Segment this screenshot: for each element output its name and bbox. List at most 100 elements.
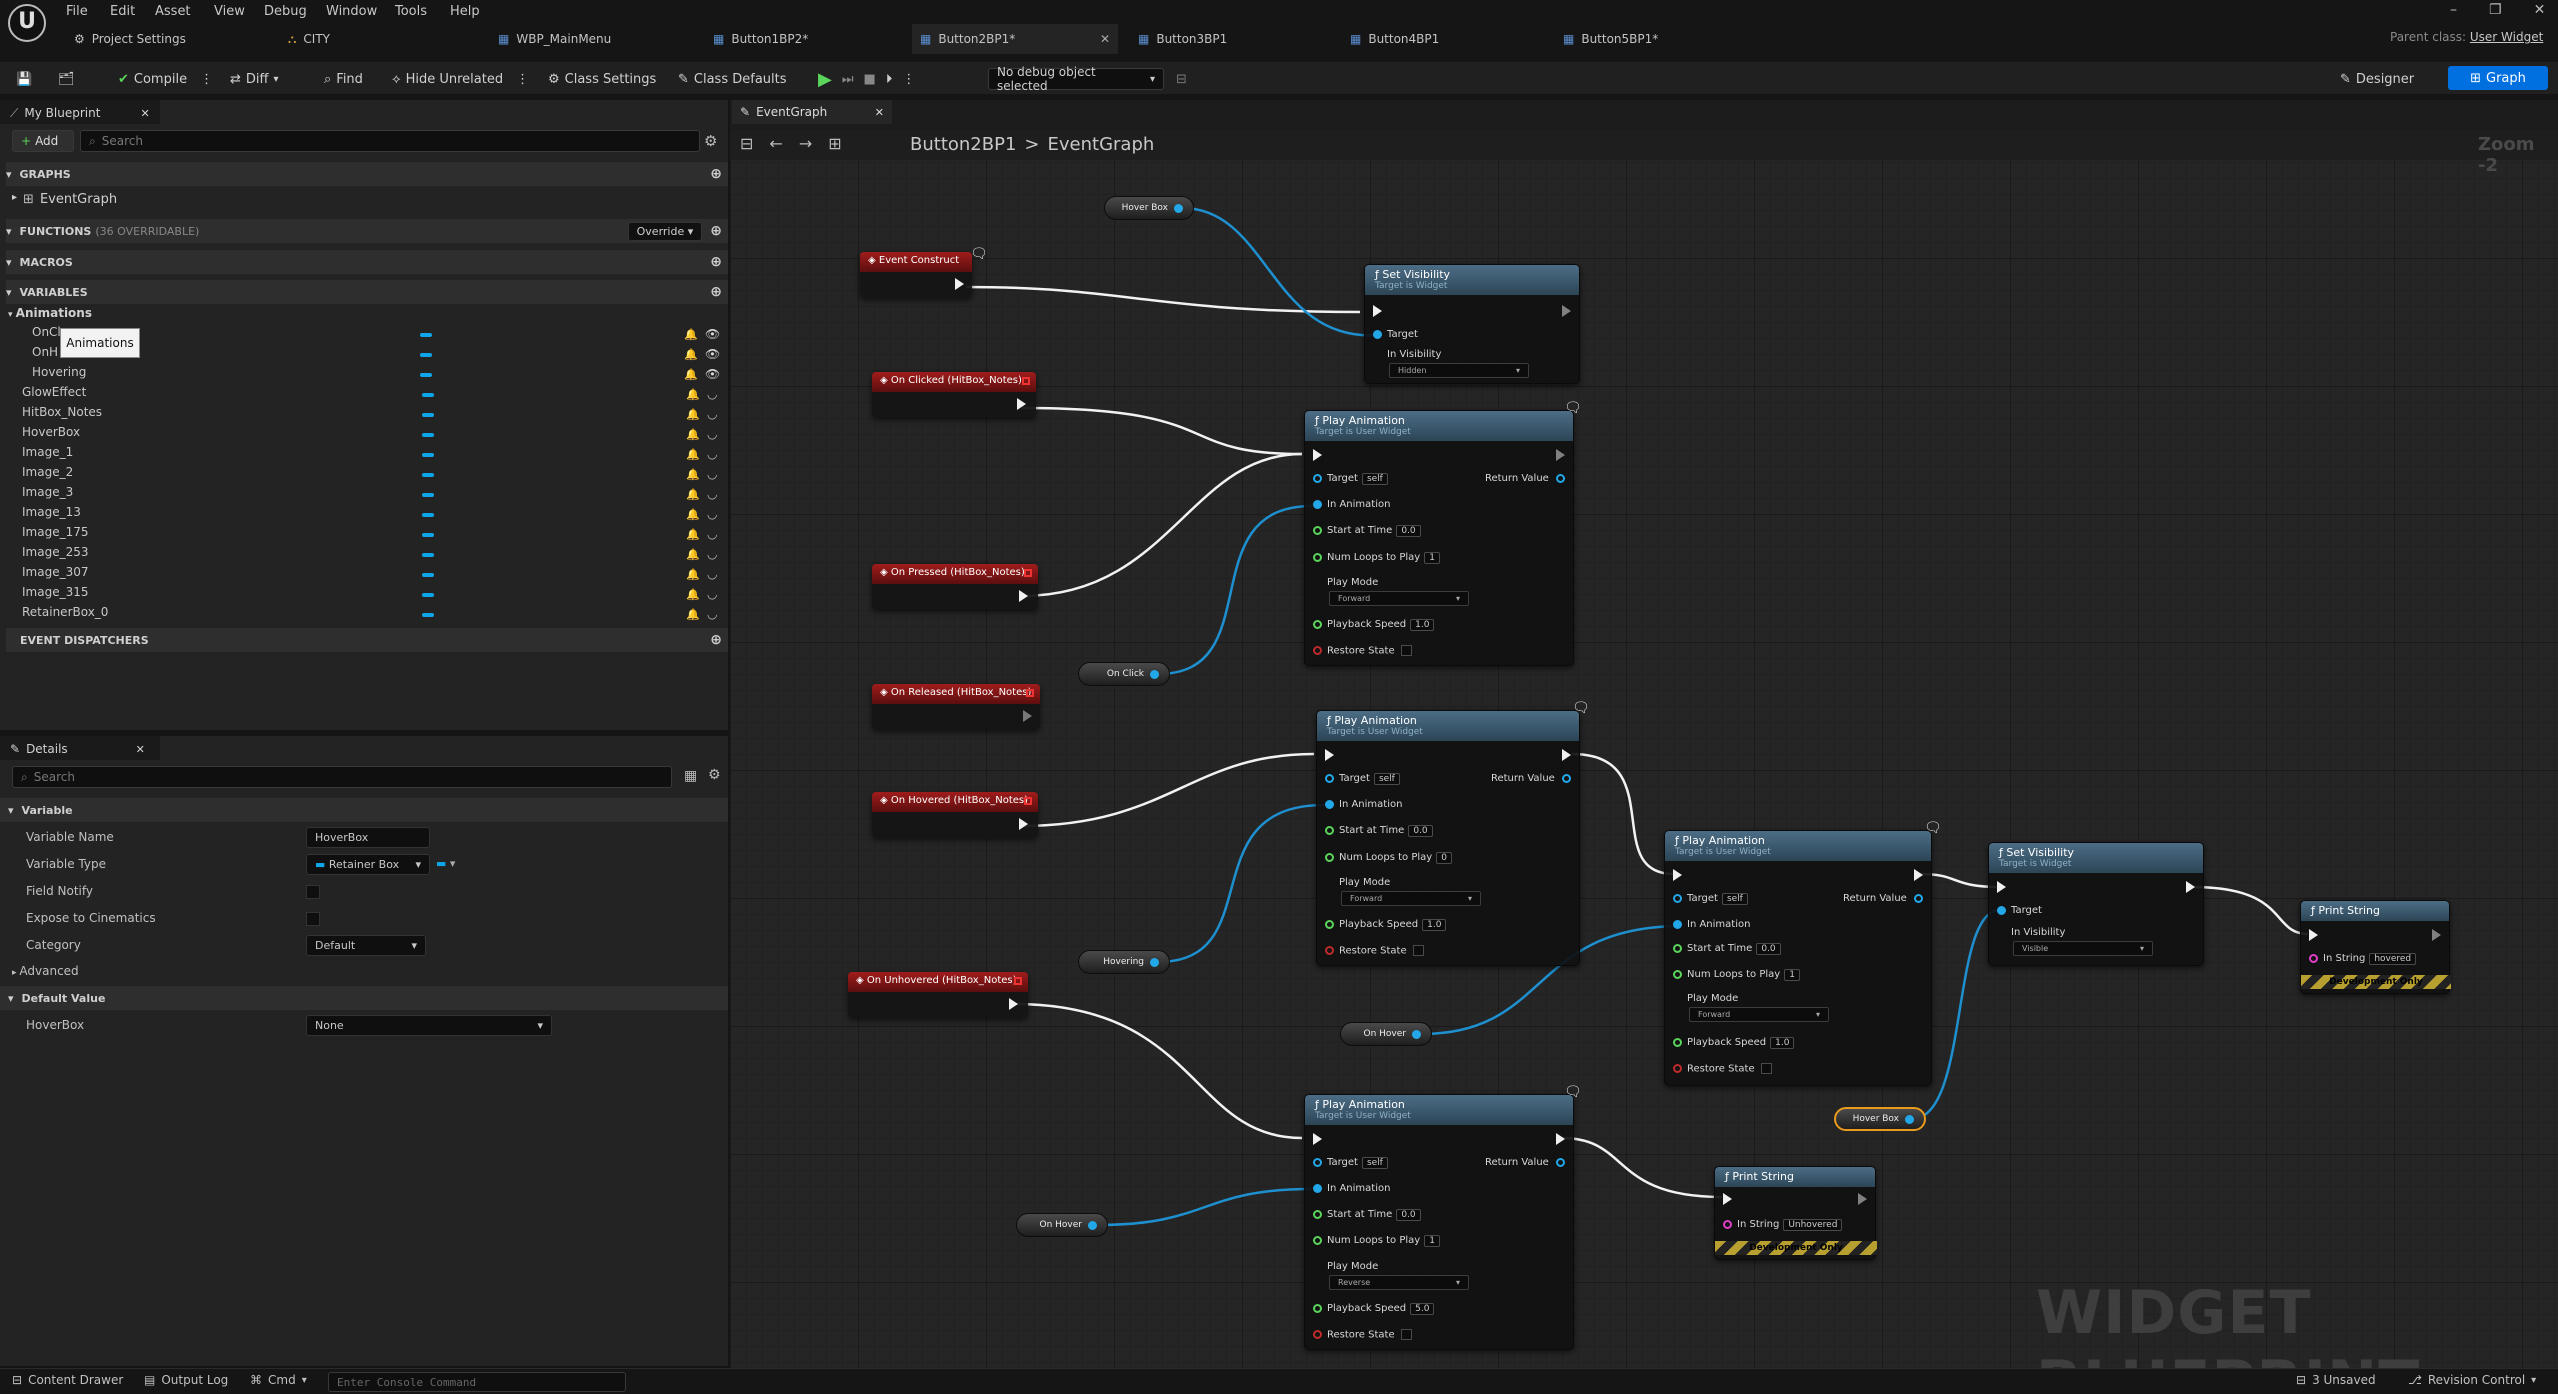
variable-row[interactable]: Image_253🔔◡: [22, 545, 718, 561]
step-icon[interactable]: ⏭: [841, 71, 854, 87]
expose-cinematics-checkbox[interactable]: [306, 912, 320, 926]
on-hovered-event-node[interactable]: ◈ On Hovered (HitBox_Notes): [872, 792, 1038, 838]
pin-play-mode[interactable]: Play Mode: [1327, 577, 1379, 588]
variable-row[interactable]: HoverBox🔔◡: [22, 425, 718, 441]
tab-button2bp1[interactable]: ▦Button2BP1*✕: [912, 24, 1118, 54]
browse-icon[interactable]: 🗂: [58, 71, 75, 87]
revision-control-button[interactable]: ⎇Revision Control▾: [2408, 1373, 2537, 1387]
menu-edit[interactable]: Edit: [110, 4, 136, 19]
eye-closed-icon[interactable]: ◡: [707, 427, 718, 441]
variable-row[interactable]: Image_13🔔◡: [22, 505, 718, 521]
close-tab-icon[interactable]: ✕: [1099, 32, 1110, 46]
eye-closed-icon[interactable]: ◡: [707, 447, 718, 461]
pin-return-value[interactable]: Return Value: [1491, 773, 1571, 784]
section-macros[interactable]: ▾MACROS⊕: [6, 250, 728, 274]
comment-bubble-icon[interactable]: 🗨: [1564, 1084, 1582, 1100]
eye-icon[interactable]: 👁: [705, 347, 721, 361]
variable-row[interactable]: Image_175🔔◡: [22, 525, 718, 541]
eye-closed-icon[interactable]: ◡: [707, 587, 718, 601]
variable-row[interactable]: Image_2🔔◡: [22, 465, 718, 481]
bookmark-icon[interactable]: ⊟: [740, 134, 754, 153]
output-log-button[interactable]: ▤Output Log: [144, 1373, 229, 1387]
compile-button[interactable]: ✔Compile⋮: [118, 71, 214, 87]
add-macro-icon[interactable]: ⊕: [710, 254, 722, 270]
section-default-value[interactable]: ▾Default Value: [0, 986, 728, 1010]
comment-bubble-icon[interactable]: 🗨: [1564, 400, 1582, 416]
variable-row[interactable]: RetainerBox_0🔔◡: [22, 605, 718, 621]
pin-return-value[interactable]: Return Value: [1843, 893, 1923, 904]
settings-icon[interactable]: ⚙: [704, 132, 718, 150]
tab-button1bp2[interactable]: ▦Button1BP2*: [713, 32, 809, 46]
eye-closed-icon[interactable]: ◡: [707, 487, 718, 501]
unsaved-indicator[interactable]: ⊟3 Unsaved: [2296, 1373, 2376, 1387]
menu-window[interactable]: Window: [326, 4, 378, 19]
forward-arrow-icon[interactable]: →: [798, 134, 813, 153]
simulate-icon[interactable]: ⏵: [885, 71, 893, 87]
section-variable[interactable]: ▾Variable: [0, 798, 728, 822]
play-mode-dropdown[interactable]: Reverse▾: [1329, 1275, 1469, 1290]
comment-bubble-icon[interactable]: 🗨: [970, 246, 988, 262]
pin-target[interactable]: Target: [1997, 905, 2042, 916]
add-variable-icon[interactable]: ⊕: [710, 284, 722, 300]
container-type-dropdown[interactable]: ▬ ▾: [436, 857, 456, 870]
bell-icon[interactable]: 🔔: [686, 488, 700, 501]
add-dispatcher-icon[interactable]: ⊕: [710, 632, 722, 648]
maximize-icon[interactable]: ❐: [2489, 2, 2502, 18]
details-tab[interactable]: ✎Details✕: [10, 742, 145, 756]
section-event-dispatchers[interactable]: EVENT DISPATCHERS⊕: [6, 628, 728, 652]
field-notify-checkbox[interactable]: [306, 885, 320, 899]
graph-canvas[interactable]: ⊟←→⊞ Button2BP1>EventGraph Zoom -2 WIDGE…: [730, 130, 2558, 1394]
bell-icon[interactable]: 🔔: [686, 508, 700, 521]
on-hover-getter[interactable]: On Hover: [1016, 1213, 1108, 1237]
eventgraph-tab[interactable]: ✎EventGraph✕: [732, 100, 892, 124]
bell-icon[interactable]: 🔔: [684, 328, 698, 341]
bell-icon[interactable]: 🔔: [686, 468, 700, 481]
find-button[interactable]: ⌕Find: [324, 71, 363, 87]
pin-restore-state[interactable]: Restore State: [1313, 645, 1412, 657]
cmd-dropdown[interactable]: ⌘Cmd▾: [250, 1373, 307, 1387]
close-icon[interactable]: ✕: [874, 105, 884, 119]
variable-row[interactable]: OnCl🔔👁: [32, 325, 721, 341]
variable-row[interactable]: Image_3🔔◡: [22, 485, 718, 501]
bell-icon[interactable]: 🔔: [686, 428, 700, 441]
menu-debug[interactable]: Debug: [264, 4, 307, 19]
pin-restore-state[interactable]: Restore State: [1673, 1063, 1772, 1075]
pin-in-animation[interactable]: In Animation: [1325, 799, 1402, 810]
variable-row[interactable]: GlowEffect🔔◡: [22, 385, 718, 401]
on-click-getter[interactable]: On Click: [1078, 662, 1170, 686]
content-drawer-button[interactable]: ⊟Content Drawer: [12, 1373, 124, 1387]
save-icon[interactable]: 💾: [16, 71, 33, 87]
pin-play-mode[interactable]: Play Mode: [1327, 1261, 1379, 1272]
play-mode-dropdown[interactable]: Forward▾: [1689, 1007, 1829, 1022]
tab-button4bp1[interactable]: ▦Button4BP1: [1350, 32, 1440, 46]
tab-city[interactable]: ⛬CITY: [288, 31, 330, 47]
close-window-icon[interactable]: ✕: [2533, 2, 2546, 18]
graph-item-eventgraph[interactable]: ▸⊞EventGraph: [12, 192, 118, 207]
eye-icon[interactable]: 👁: [705, 327, 721, 341]
visibility-dropdown[interactable]: Hidden▾: [1389, 363, 1529, 378]
back-arrow-icon[interactable]: ←: [769, 134, 783, 153]
pin-in-animation[interactable]: In Animation: [1313, 1183, 1390, 1194]
play-mode-dropdown[interactable]: Forward▾: [1341, 891, 1481, 906]
bell-icon[interactable]: 🔔: [686, 388, 700, 401]
eye-closed-icon[interactable]: ◡: [707, 567, 718, 581]
hoverbox-value-dropdown[interactable]: None▾: [306, 1015, 552, 1036]
tab-wbp-main-menu[interactable]: ▦WBP_MainMenu: [498, 32, 612, 46]
bell-icon[interactable]: 🔔: [686, 608, 700, 621]
